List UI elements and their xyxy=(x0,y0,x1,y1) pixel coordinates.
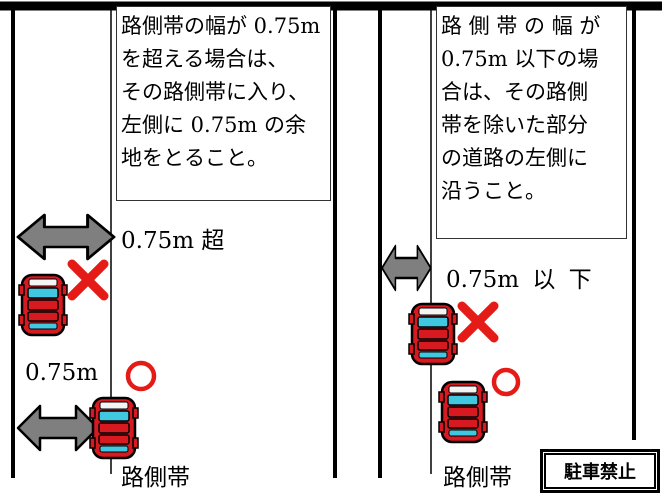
left-shoulder-label: 路側帯 xyxy=(121,465,190,491)
wide-shoulder-label: 0.75m 超 xyxy=(121,228,225,254)
clearance-arrow xyxy=(16,404,100,452)
circle-mark-right xyxy=(491,367,521,397)
cross-mark-right xyxy=(462,306,494,338)
cross-mark-left xyxy=(72,264,104,296)
right-rule-note: 路 側 帯 の 幅 が 0.75m 以下の場 合は、その路側 帯を除いた部分 の… xyxy=(436,6,627,239)
no-parking-sign: 駐車禁止 xyxy=(540,449,660,493)
car-wrong-right xyxy=(407,302,459,366)
wide-shoulder-arrow xyxy=(16,213,116,261)
car-correct-right xyxy=(437,380,489,444)
car-correct-left xyxy=(88,396,140,460)
circle-mark-left xyxy=(125,360,157,392)
narrow-shoulder-label: 0.75m 以 下 xyxy=(446,267,592,293)
narrow-shoulder-arrow xyxy=(380,244,433,292)
left-rule-note: 路側帯の幅が 0.75m を超える場合は、 その路側帯に入り、 左側に 0.75… xyxy=(116,6,331,201)
right-shoulder-label: 路側帯 xyxy=(443,465,512,491)
clearance-label: 0.75m xyxy=(25,360,99,386)
car-wrong-left xyxy=(17,273,69,337)
